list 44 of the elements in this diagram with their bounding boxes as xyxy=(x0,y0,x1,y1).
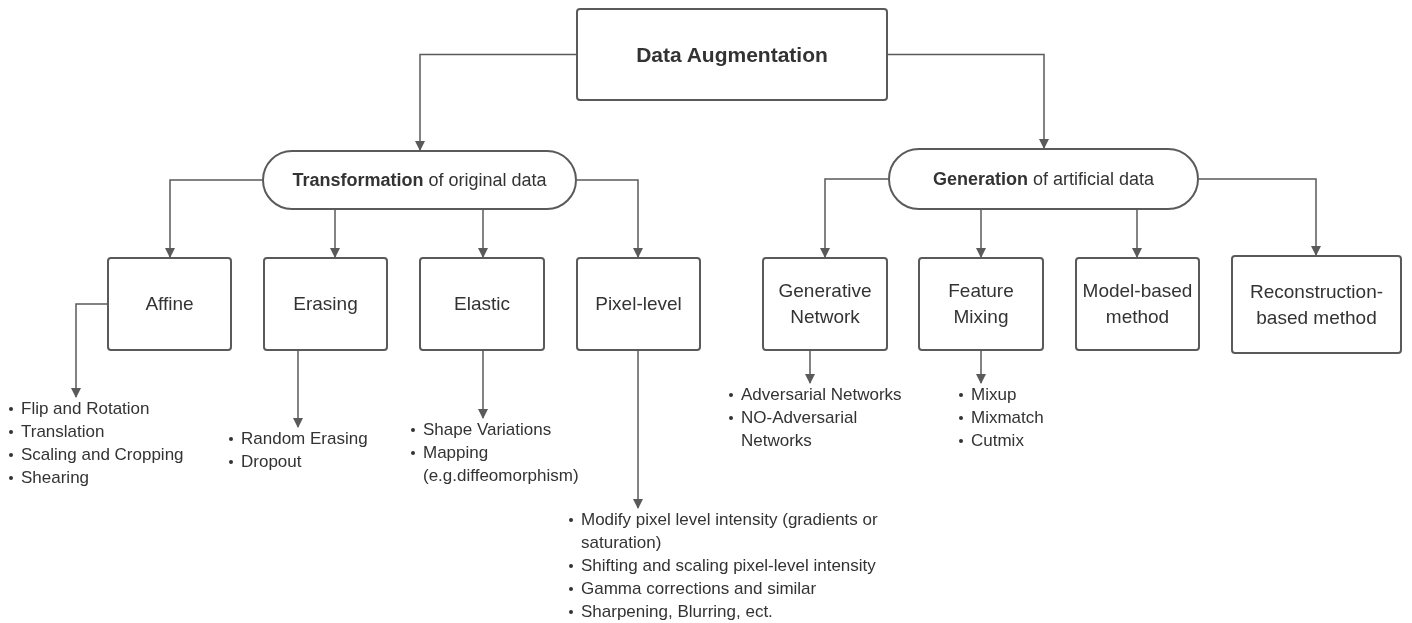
arrow xyxy=(71,303,108,398)
bullet-item: Scaling and Cropping xyxy=(8,443,223,466)
arrow xyxy=(976,350,986,384)
bullet-item: Cutmix xyxy=(958,429,1078,452)
arrow xyxy=(478,209,488,258)
arrow xyxy=(1198,178,1321,256)
bullet-item: NO-Adversarial Networks xyxy=(728,406,928,452)
bullet-item: Mixmatch xyxy=(958,406,1078,429)
arrow xyxy=(633,350,643,509)
bullet-item: Shearing xyxy=(8,466,223,489)
title-box: Data Augmentation xyxy=(576,8,888,101)
arrow xyxy=(293,350,303,428)
method-box: Feature Mixing xyxy=(918,257,1044,351)
arrow xyxy=(805,350,815,384)
arrow xyxy=(165,179,263,258)
bullet-item: Adversarial Networks xyxy=(728,383,928,406)
bullet-item: Gamma corrections and similar xyxy=(568,577,923,600)
method-box: Affine xyxy=(107,257,232,351)
bullet-item: Modify pixel level intensity (gradients or saturation) xyxy=(568,508,923,554)
arrow xyxy=(1132,209,1142,258)
bullet-item: Flip and Rotation xyxy=(8,397,223,420)
arrow xyxy=(576,179,643,258)
arrow xyxy=(415,53,577,151)
arrow xyxy=(887,53,1049,149)
bullet-item: Random Erasing xyxy=(228,427,403,450)
method-box: Generative Network xyxy=(762,257,888,351)
bullet-item: Shape Variations xyxy=(410,418,610,441)
method-box: Reconstruction-based method xyxy=(1231,255,1402,354)
bullet-item: Translation xyxy=(8,420,223,443)
arrow xyxy=(330,209,340,258)
bullet-item: Shifting and scaling pixel-level intensity xyxy=(568,554,923,577)
arrow xyxy=(478,350,488,419)
category-pill: Generation of artificial data xyxy=(888,148,1199,210)
method-box: Erasing xyxy=(263,257,388,351)
bullet-item: Mapping (e.g.diffeomorphism) xyxy=(410,441,610,487)
bullet-item: Sharpening, Blurring, ect. xyxy=(568,600,923,623)
method-box: Model-based method xyxy=(1075,257,1200,351)
bullet-item: Dropout xyxy=(228,450,403,473)
arrow xyxy=(820,178,889,258)
arrow xyxy=(976,209,986,258)
method-box: Pixel-level xyxy=(576,257,701,351)
bullet-item: Mixup xyxy=(958,383,1078,406)
method-box: Elastic xyxy=(419,257,545,351)
category-pill: Transformation of original data xyxy=(262,150,577,210)
